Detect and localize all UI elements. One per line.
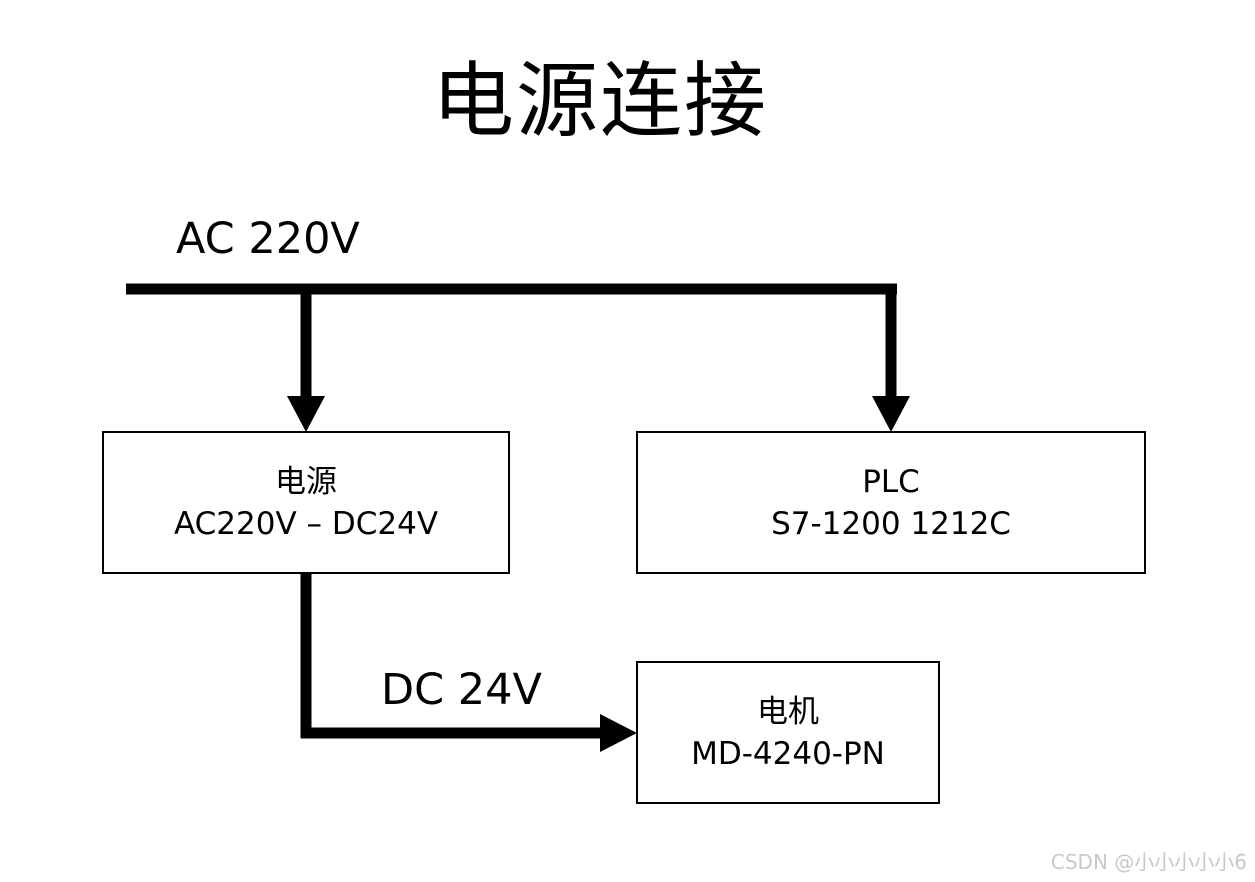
motor-box: 电机 MD-4240-PN xyxy=(636,661,940,804)
power-supply-name: 电源 xyxy=(275,463,337,500)
motor-name: 电机 xyxy=(757,693,819,730)
power-supply-box: 电源 AC220V – DC24V xyxy=(102,431,510,574)
motor-model: MD-4240-PN xyxy=(691,735,885,772)
ac-bus-label: AC 220V xyxy=(176,214,360,264)
diagram-title: 电源连接 xyxy=(431,54,768,149)
arrowhead-to-power-supply xyxy=(287,396,325,432)
arrowhead-to-motor xyxy=(600,714,637,752)
arrowhead-to-plc xyxy=(872,396,910,432)
plc-model: S7-1200 1212C xyxy=(771,505,1011,542)
dc-bus-label: DC 24V xyxy=(381,665,542,715)
watermark-text: CSDN @小小小小小6 xyxy=(1050,850,1247,874)
plc-box: PLC S7-1200 1212C xyxy=(636,431,1146,574)
power-supply-spec: AC220V – DC24V xyxy=(173,505,439,542)
plc-name: PLC xyxy=(862,463,920,500)
